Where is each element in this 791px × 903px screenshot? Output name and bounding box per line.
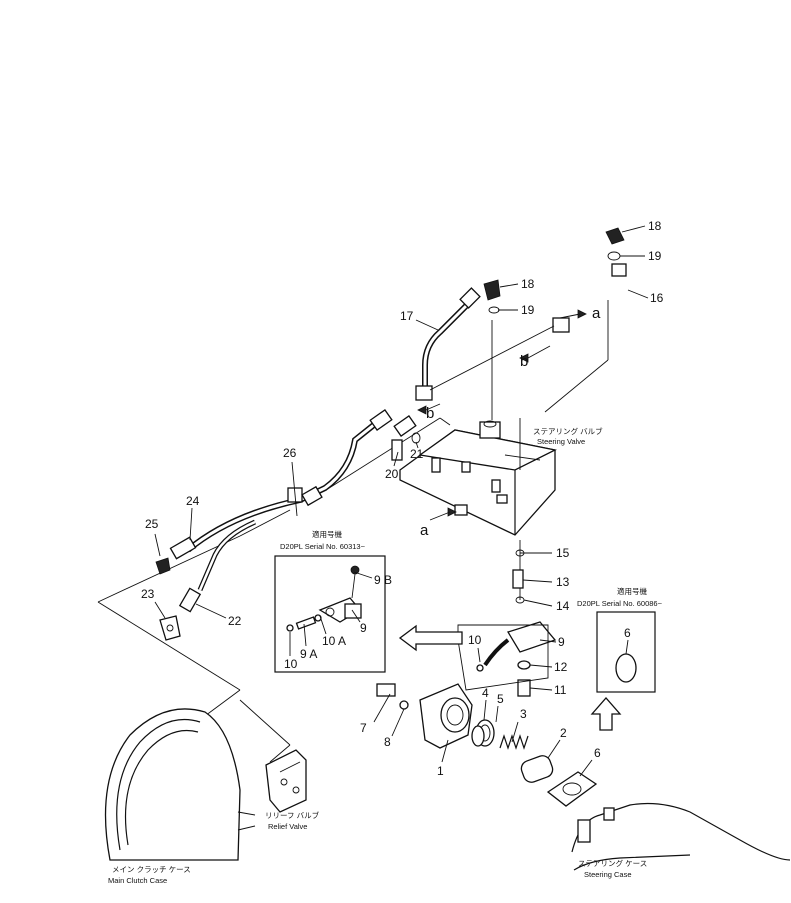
inset-left-jp: 適用号機 [312,529,342,539]
relief-valve [265,749,307,813]
label-4: 4 [482,686,489,700]
connection-marks: a b b a [420,305,601,539]
steering-valve [399,418,557,536]
inset-right-jp: 適用号機 [617,586,647,596]
label-9b: 9 B [374,573,392,587]
label-26: 26 [283,446,297,460]
mark-a-low: a [420,522,429,539]
steering-case-jp-label: ステアリング ケース [578,858,647,868]
fitting-23 [159,615,181,641]
label-9: 9 [558,635,565,649]
label-10a: 10 A [322,634,346,648]
steering-case-label: Steering Case [584,870,632,879]
label-7: 7 [360,721,367,735]
label-3: 3 [520,707,527,721]
label-10-inset: 10 [284,657,298,671]
label-25: 25 [145,517,159,531]
label-6: 6 [594,746,601,760]
steering-case [571,802,791,871]
part-labels: 18 19 16 18 19 17 26 24 25 23 22 20 21 1… [141,219,664,778]
inset-left-serial: D20PL Serial No. 60313~ [280,542,366,551]
main-clutch-label: Main Clutch Case [108,876,167,885]
label-19-mid: 19 [521,303,535,317]
steering-valve-label: Steering Valve [537,437,585,446]
label-13: 13 [556,575,570,589]
mark-b-mid: b [426,405,434,422]
tube-17 [415,279,501,401]
mark-b-top: b [520,353,528,370]
inset-left [274,555,386,673]
tube-16 [552,227,627,333]
label-6-inset: 6 [624,626,631,640]
label-18-mid: 18 [521,277,535,291]
mark-a-top: a [592,305,601,322]
leader-lines [154,225,649,777]
label-22: 22 [228,614,242,628]
label-16: 16 [650,291,664,305]
label-10: 10 [468,633,482,647]
spring-3 [499,734,529,750]
connection-lines [97,300,609,763]
relief-valve-label: Relief Valve [268,822,307,831]
label-18-top: 18 [648,219,662,233]
label-24: 24 [186,494,200,508]
arrows [398,309,622,731]
label-1: 1 [437,764,444,778]
inset-right [596,611,656,693]
component-labels: ステアリング バルブ Steering Valve リリーフ バルブ Relie… [108,426,663,885]
label-5: 5 [497,692,504,706]
inset-right-serial: D20PL Serial No. 60086~ [577,599,663,608]
label-8: 8 [384,735,391,749]
relief-valve-jp-label: リリーフ バルブ [265,810,320,820]
steering-valve-jp-label: ステアリング バルブ [533,426,603,436]
label-15: 15 [556,546,570,560]
label-9a: 9 A [300,647,317,661]
label-9-inset: 9 [360,621,367,635]
label-17: 17 [400,309,414,323]
main-clutch-case [104,708,256,861]
label-23: 23 [141,587,155,601]
label-14: 14 [556,599,570,613]
label-19-top: 19 [648,249,662,263]
label-21: 21 [410,447,424,461]
label-12: 12 [554,660,568,674]
label-2: 2 [560,726,567,740]
label-20: 20 [385,467,399,481]
label-11: 11 [554,683,567,697]
main-clutch-jp-label: メイン クラッチ ケース [112,865,191,874]
